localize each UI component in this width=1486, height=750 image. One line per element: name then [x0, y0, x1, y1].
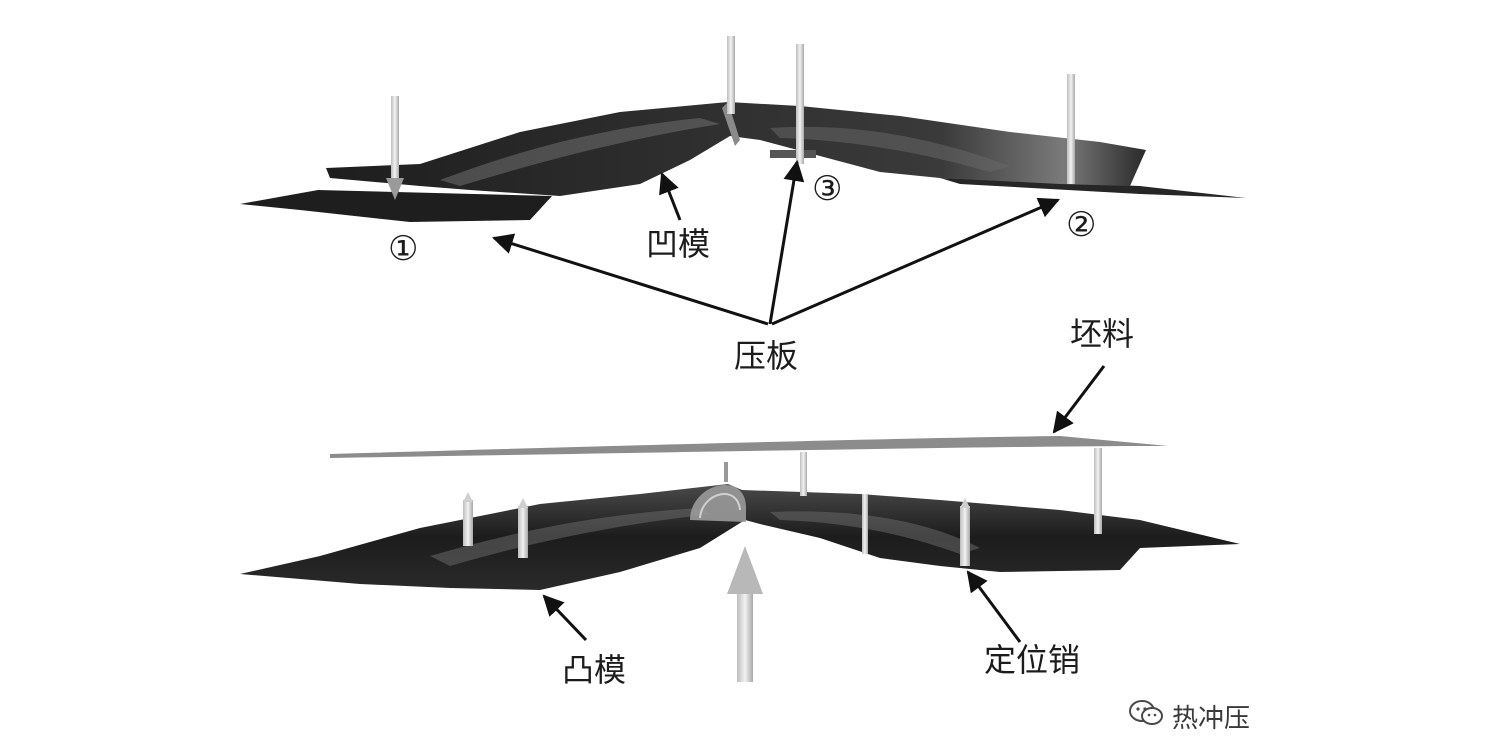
marker-3: ③	[812, 169, 843, 209]
watermark: 热冲压	[1128, 698, 1250, 735]
male-die-highlight-right	[770, 511, 980, 554]
punch-dome	[690, 485, 746, 522]
blank-sheet	[330, 436, 1168, 458]
press-force-arrow	[727, 546, 763, 682]
lower-assembly	[240, 436, 1240, 682]
wechat-icon	[1128, 698, 1164, 735]
female-die-highlight	[440, 118, 720, 186]
marker-2: ②	[1066, 205, 1097, 245]
upper-assembly	[240, 36, 1246, 222]
locating-pins	[463, 448, 1102, 566]
blank-holder-3	[770, 150, 816, 158]
female-die-highlight-right	[770, 126, 1010, 172]
male-die	[240, 484, 1240, 590]
blank-holder-2	[940, 178, 1246, 198]
upper-rods	[386, 36, 1075, 200]
marker-1: ①	[388, 229, 419, 269]
male-die-label: 凸模	[562, 651, 627, 689]
callout-arrows	[491, 159, 1106, 643]
male-die-highlight	[430, 508, 712, 566]
watermark-text: 热冲压	[1172, 704, 1251, 734]
blank-holder-label: 压板	[734, 337, 799, 375]
female-die-edge	[722, 102, 740, 146]
blank-label: 坯料	[1070, 315, 1135, 353]
female-die	[326, 102, 1146, 196]
female-die-label: 凹模	[646, 225, 711, 263]
blank-holder-1	[240, 190, 552, 222]
locating-pin-label: 定位销	[984, 641, 1081, 679]
